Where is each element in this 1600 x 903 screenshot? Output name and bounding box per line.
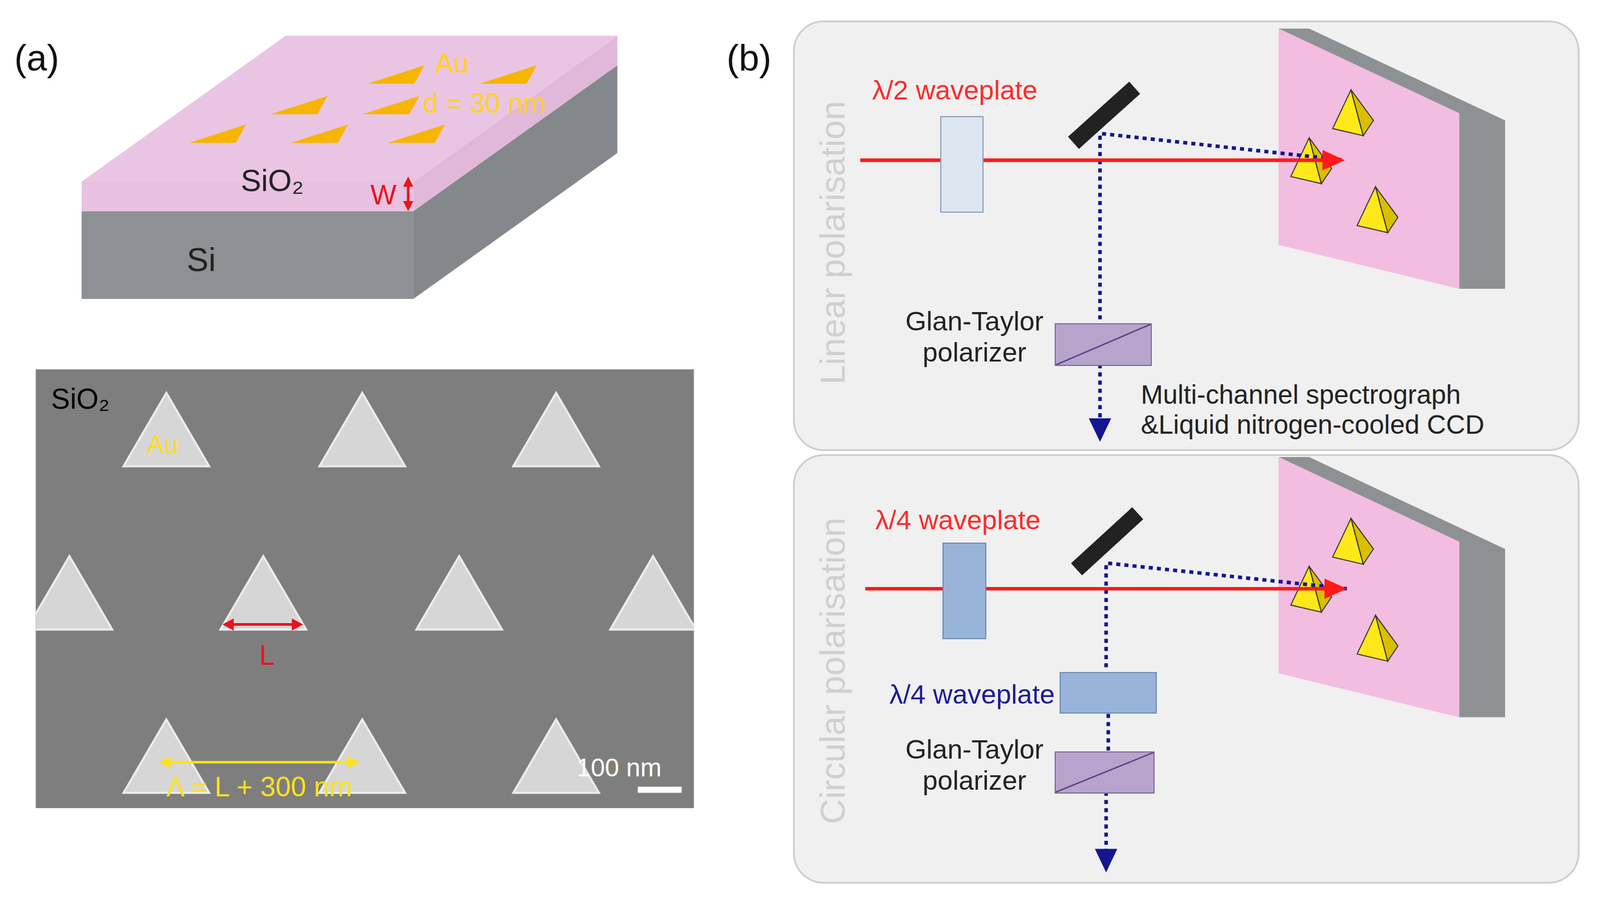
panel-ground	[793, 454, 1581, 884]
polarizer-box: Glan-Taylor polarizer	[1054, 323, 1152, 366]
illustration-shape	[403, 201, 414, 212]
polarizer-prism-line	[1055, 324, 1151, 365]
waveplate-box: λ/4 waveplate	[1059, 671, 1157, 714]
component-label: λ/4 waveplate	[889, 679, 1056, 711]
illustration-shape	[367, 65, 425, 84]
illustration-shape	[387, 124, 445, 143]
scale-label: 100 nm	[576, 753, 662, 783]
component-label: λ/4 waveplate	[875, 504, 1041, 536]
panel-title: Circular polarisation	[813, 517, 854, 825]
illustration-shape	[159, 755, 171, 769]
panel-title: Linear polarisation	[813, 100, 854, 385]
illustration-shape	[35, 369, 694, 809]
waveplate-box: λ/2 waveplate	[940, 116, 983, 214]
detector-label: Multi-channel spectrograph &Liquid nitro…	[1140, 379, 1485, 441]
illustration-shape	[362, 96, 420, 115]
illustration-shape	[188, 124, 247, 143]
illustration-shape	[1107, 563, 1347, 589]
scale-bar	[637, 786, 682, 794]
waveplate-box: λ/4 waveplate	[942, 542, 987, 640]
illustration-shape	[1101, 133, 1345, 161]
dimension-label: d = 30 nm	[422, 87, 546, 120]
polarizer-prism-line	[1055, 752, 1154, 792]
material-label: Si	[186, 241, 216, 279]
illustration-shape	[270, 96, 328, 115]
length-arrow	[222, 618, 304, 631]
panel-letter: (a)	[14, 36, 60, 79]
illustration-shape	[81, 35, 618, 182]
illustration-shape	[348, 755, 360, 769]
sem-image	[26, 369, 696, 809]
illustration-shape	[123, 392, 209, 466]
illustration-shape	[81, 211, 414, 299]
illustration-shape	[222, 618, 234, 631]
laser-beam	[865, 587, 1327, 591]
component-label: λ/2 waveplate	[871, 74, 1038, 107]
setup-panel: Circular polarisationλ/4 waveplateλ/4 wa…	[793, 454, 1581, 885]
illustration-shape	[220, 555, 307, 630]
component-label: Glan-Taylor polarizer	[905, 306, 1044, 369]
illustration-shape	[232, 623, 293, 626]
illustration-shape	[169, 760, 349, 764]
laser-beam	[860, 158, 1325, 162]
illustration-shape	[1351, 518, 1374, 565]
illustration-shape	[1104, 791, 1108, 852]
illustration-shape	[610, 555, 695, 630]
material-label: Au	[434, 47, 469, 80]
polarizer-box: Glan-Taylor polarizer	[1054, 751, 1155, 794]
mirror	[1073, 87, 1135, 143]
dimension-label: L	[259, 639, 275, 672]
illustration-shape	[416, 555, 503, 630]
illustration-shape	[1097, 135, 1102, 421]
sample-slab	[81, 35, 618, 299]
thickness-arrow	[403, 176, 414, 212]
beam-arrowhead	[1088, 418, 1111, 442]
dimension-label: Λ = L + 300 nm	[166, 771, 353, 804]
illustration-shape	[292, 618, 304, 631]
illustration-shape	[35, 392, 694, 793]
beam-arrowhead	[1094, 849, 1117, 873]
panel-ground	[793, 20, 1581, 451]
panel-letter: (b)	[726, 36, 772, 79]
signal-beam	[1100, 133, 1346, 421]
illustration-shape	[1375, 615, 1398, 662]
polarizer-prism-line	[1055, 324, 1151, 365]
illustration-shape	[513, 392, 599, 466]
illustration-shape	[479, 65, 538, 84]
polarizer-prism-line	[1055, 752, 1154, 792]
beam-connector	[1106, 713, 1110, 752]
mirror	[1076, 513, 1138, 570]
period-arrow	[159, 755, 360, 769]
illustration-shape	[35, 555, 113, 630]
laser-arrowhead	[1324, 578, 1347, 600]
material-label: SiO₂	[51, 382, 110, 416]
illustration-shape	[291, 124, 349, 143]
material-label: SiO₂	[241, 163, 304, 199]
illustration-shape	[1351, 89, 1374, 137]
illustration-shape	[407, 185, 410, 202]
dimension-label: W	[370, 179, 397, 212]
laser-arrowhead	[1322, 149, 1345, 171]
illustration-shape	[403, 176, 414, 187]
material-label: Au	[147, 429, 179, 460]
illustration-shape	[1104, 565, 1108, 671]
component-label: Glan-Taylor polarizer	[905, 734, 1044, 797]
illustration-shape	[319, 392, 405, 466]
illustration-shape	[1375, 186, 1398, 233]
